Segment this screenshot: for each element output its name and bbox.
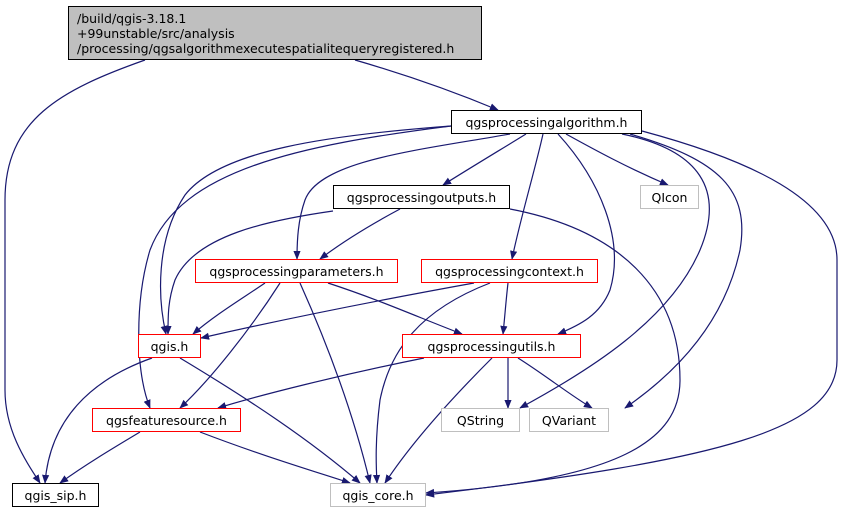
edge-qgsprocessingoutputs-to-qgis — [164, 210, 334, 335]
node-qgis-core: qgis_core.h — [330, 483, 426, 507]
edge-root-to-qgsprocessingalgorithm — [354, 59, 499, 111]
edge-qgsprocessingcontext-to-qgsprocessingutils — [500, 282, 509, 335]
edge-qgsprocessingutils-to-qgis_core — [384, 357, 493, 484]
node-qgsprocessingutils[interactable]: qgsprocessingutils.h — [402, 334, 581, 358]
edge-qgsprocessingalgorithm-to-qgsprocessingutils — [557, 133, 615, 335]
edge-qgsprocessingcontext-to-qgis_core — [372, 282, 491, 484]
root-line-1: /build/qgis-3.18.1 — [77, 11, 187, 26]
edge-qgsprocessingutils-to-qvariant — [517, 357, 593, 409]
edge-qgsprocessingcontext-to-qgis — [200, 282, 475, 340]
node-qgsprocessingcontext[interactable]: qgsprocessingcontext.h — [421, 259, 598, 283]
edge-qgis-to-qgis_core — [179, 357, 361, 484]
node-qicon: QIcon — [640, 185, 699, 209]
edge-qgsprocessingparameters-to-qgsfeaturesource — [179, 282, 281, 409]
edge-qgsprocessingalgorithm-to-qgsprocessingoutputs — [442, 133, 527, 186]
node-qstring: QString — [441, 408, 520, 432]
node-qvariant: QVariant — [529, 408, 609, 432]
root-line-3: /processing/qgsalgorithmexecutespatialit… — [77, 41, 455, 56]
edge-qgsprocessingalgorithm-to-qgsprocessingparameters — [293, 133, 511, 260]
edge-qgsfeaturesource-to-qgis_sip — [59, 431, 141, 484]
root-line-2: +99unstable/src/analysis — [77, 26, 235, 41]
edge-qgsprocessingalgorithm-to-qgis_core — [425, 130, 838, 498]
node-qgis[interactable]: qgis.h — [138, 334, 201, 358]
edge-qgsprocessingalgorithm-to-qicon — [565, 133, 669, 186]
edge-qgsprocessingalgorithm-to-qvariant — [624, 133, 743, 409]
edge-qgsfeaturesource-to-qgis_core — [199, 431, 351, 484]
edge-qgsprocessingoutputs-to-qgis_core — [425, 208, 681, 497]
node-root: /build/qgis-3.18.1 +99unstable/src/analy… — [68, 6, 482, 60]
edge-qgsprocessingalgorithm-to-qgsprocessingcontext — [510, 133, 544, 260]
edge-qgsprocessingalgorithm-to-qstring — [519, 133, 710, 409]
edge-qgsprocessingoutputs-to-qgsprocessingparameters — [319, 208, 401, 260]
edge-root-to-qgis_sip — [4, 59, 146, 484]
edge-qgsprocessingparameters-to-qgis_core — [299, 282, 372, 484]
node-qgsprocessingparameters[interactable]: qgsprocessingparameters.h — [195, 259, 398, 283]
edge-qgsprocessingalgorithm-to-qgis — [159, 125, 452, 335]
edge-qgsprocessingparameters-to-qgis — [192, 282, 266, 335]
node-qgis-sip[interactable]: qgis_sip.h — [12, 483, 99, 507]
node-qgsprocessingalgorithm[interactable]: qgsprocessingalgorithm.h — [451, 110, 642, 134]
node-qgsfeaturesource[interactable]: qgsfeaturesource.h — [92, 408, 241, 432]
edge-qgis-to-qgis_sip — [42, 357, 153, 484]
node-qgsprocessingoutputs[interactable]: qgsprocessingoutputs.h — [333, 185, 510, 209]
edge-qgsprocessingparameters-to-qgsprocessingutils — [327, 282, 463, 335]
edge-qgsprocessingutils-to-qgsfeaturesource — [217, 357, 425, 410]
